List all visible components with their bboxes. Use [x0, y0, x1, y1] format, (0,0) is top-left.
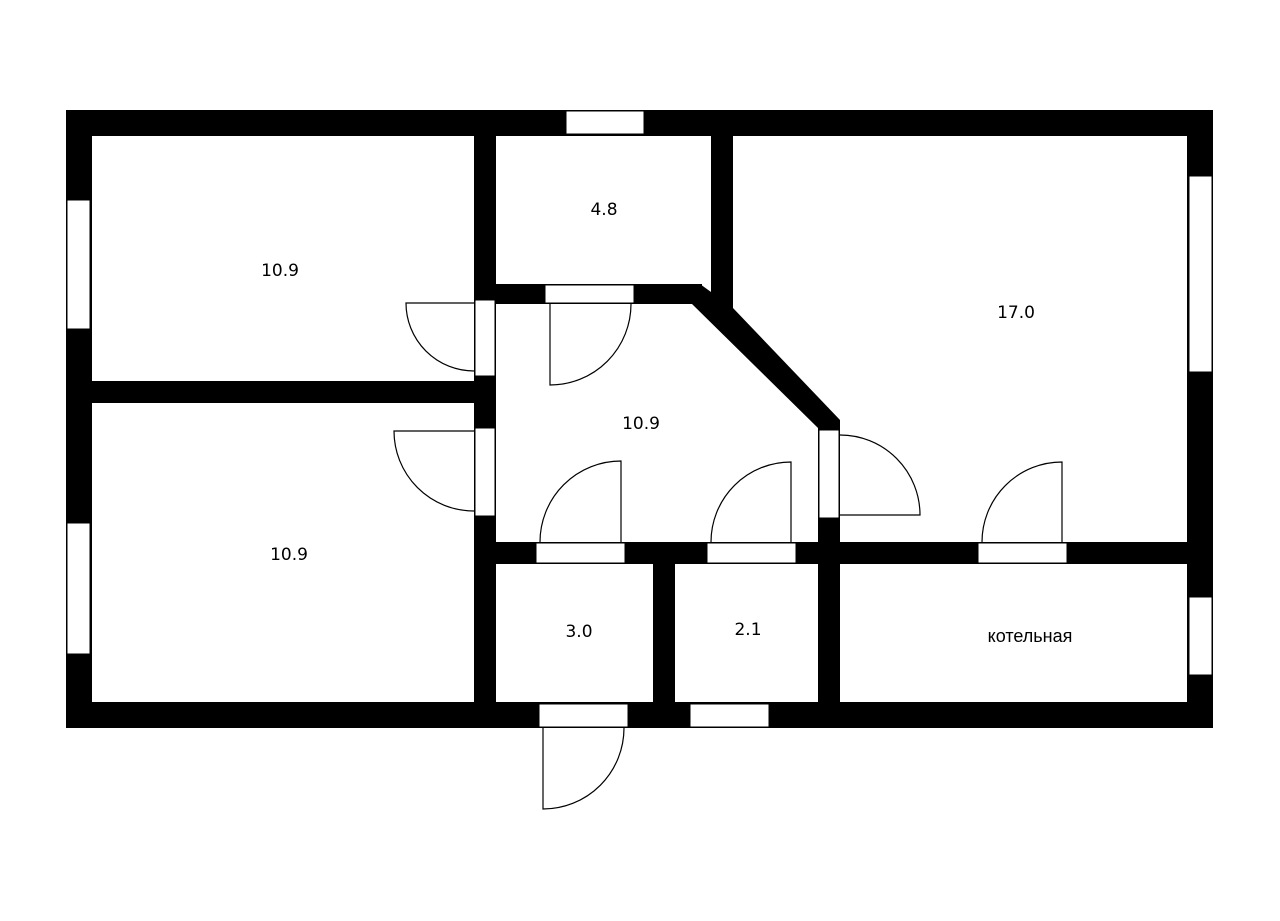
room-right-area: 17.0 — [997, 303, 1035, 323]
door-small-a — [535, 460, 626, 564]
window-right-lower — [1188, 596, 1213, 676]
door-boiler — [977, 461, 1068, 564]
room-hall-area: 10.9 — [622, 414, 660, 434]
door-small-b — [706, 461, 797, 564]
door-right-room-hall — [818, 429, 921, 519]
wall-top-middle-right — [711, 136, 733, 308]
doors — [393, 284, 1068, 810]
door-top-left-room — [405, 299, 496, 377]
room-bottom-left-area: 10.9 — [270, 545, 308, 565]
room-top-left-area: 10.9 — [261, 261, 299, 281]
room-top-middle-area: 4.8 — [590, 200, 617, 220]
window-left-lower — [66, 522, 91, 655]
door-entrance — [538, 703, 629, 810]
room-small-b-area: 2.1 — [734, 620, 761, 640]
windows — [66, 110, 1213, 728]
room-boiler-name: котельная — [988, 626, 1073, 646]
wall-left-divider — [92, 381, 474, 403]
wall-diagonal — [692, 284, 840, 440]
window-bottom — [689, 703, 770, 728]
door-bottom-left-room — [393, 427, 496, 517]
room-small-a-area: 3.0 — [565, 622, 592, 642]
window-left-upper — [66, 199, 91, 330]
wall-bottom — [66, 702, 1213, 728]
wall-small-divider — [653, 564, 675, 704]
room-labels: 10.9 10.9 4.8 10.9 17.0 3.0 2.1 котельна… — [261, 200, 1072, 646]
window-top — [565, 110, 645, 135]
window-right-upper — [1188, 175, 1213, 373]
door-top-middle-room — [544, 284, 635, 386]
